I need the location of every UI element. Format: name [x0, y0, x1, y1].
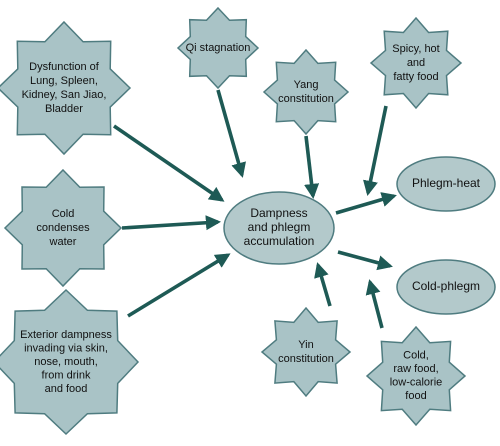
arrow-2	[216, 89, 246, 178]
cause-node-yang-constitution-line: constitution	[278, 93, 334, 105]
cause-node-organ-dysfunction-star	[0, 20, 132, 156]
arrow-5	[121, 215, 222, 231]
cause-node-organ-dysfunction-line: Dysfunction of	[29, 61, 100, 73]
arrow-3	[304, 135, 320, 200]
cause-node-qi-stagnation-line: Qi stagnation	[186, 42, 251, 54]
arrow-6	[127, 253, 231, 318]
outcome-node-phlegm-heat-line: Phlegm-heat	[412, 176, 481, 190]
cause-node-exterior-dampness-line: and food	[45, 383, 88, 395]
arrows-layer	[112, 89, 397, 329]
center-node-dampness-phlegm-line: Dampness	[250, 206, 307, 220]
cause-node-yang-constitution: Yang constitution	[262, 48, 350, 136]
cause-node-spicy-food-line: and	[407, 57, 425, 69]
cause-node-cold-water-line: water	[49, 236, 77, 248]
cause-node-cold-raw-food-line: food	[405, 390, 426, 402]
center-node-dampness-phlegm-line: accumulation	[244, 234, 315, 248]
center-node-dampness-phlegm-line: and phlegm	[248, 220, 311, 234]
outcome-node-cold-phlegm-ellipse	[396, 259, 496, 315]
outcome-node-phlegm-heat-ellipse	[396, 156, 496, 212]
cause-node-organ-dysfunction-line: Bladder	[45, 103, 83, 115]
arrow-10	[337, 250, 393, 271]
cause-node-yin-constitution-line: constitution	[278, 353, 334, 365]
cause-node-cold-water-star	[3, 168, 123, 288]
cause-node-organ-dysfunction-line: Kidney, San Jiao,	[22, 89, 107, 101]
center-node-dampness-phlegm-ellipse	[223, 191, 335, 265]
arrow-7	[314, 262, 332, 307]
cause-node-exterior-dampness-line: nose, mouth,	[34, 356, 98, 368]
cause-node-cold-water-line: condenses	[36, 222, 90, 234]
cause-node-cold-raw-food-line: Cold,	[403, 350, 429, 362]
cause-node-yang-constitution-line: Yang	[294, 79, 319, 91]
outcome-node-phlegm-heat: Phlegm-heat	[396, 156, 496, 212]
cause-node-yin-constitution: Yin constitution	[260, 306, 352, 398]
cause-node-spicy-food-line: Spicy, hot	[392, 43, 440, 55]
cause-node-yin-constitution-star	[260, 306, 352, 398]
cause-node-exterior-dampness-line: from drink	[42, 369, 91, 381]
cause-node-cold-water: Cold condenses water	[3, 168, 123, 288]
cause-node-exterior-dampness-line: Exterior dampness	[20, 329, 112, 341]
cause-node-organ-dysfunction: Dysfunction of Lung, Spleen, Kidney, San J…	[0, 20, 132, 156]
outcome-node-cold-phlegm-line: Cold-phlegm	[412, 279, 480, 293]
cause-node-qi-stagnation: Qi stagnation	[176, 6, 260, 90]
outcome-node-cold-phlegm: Cold-phlegm	[396, 259, 496, 315]
cause-node-yin-constitution-line: Yin	[298, 339, 314, 351]
arrow-8	[365, 279, 384, 329]
cause-node-yang-constitution-star	[262, 48, 350, 136]
cause-node-qi-stagnation-star	[176, 6, 260, 90]
cause-node-cold-raw-food-line: low-calorie	[390, 377, 443, 389]
cause-node-exterior-dampness-star	[0, 288, 140, 436]
nodes-layer: Dysfunction of Lung, Spleen, Kidney, San J…	[0, 6, 496, 436]
cause-node-spicy-food: Spicy, hot and fatty food	[369, 16, 463, 110]
cause-node-organ-dysfunction-line: Lung, Spleen,	[30, 75, 98, 87]
cause-node-cold-raw-food-line: raw food,	[393, 363, 438, 375]
cause-node-cold-water-line: Cold	[52, 208, 75, 220]
cause-node-cold-raw-food-star	[365, 325, 467, 427]
arrow-1	[112, 124, 225, 202]
cause-node-spicy-food-line: fatty food	[393, 71, 438, 83]
arrow-9	[335, 192, 397, 215]
cause-node-spicy-food-star	[369, 16, 463, 110]
cause-node-exterior-dampness-line: invading via skin,	[24, 342, 108, 354]
arrow-4	[363, 105, 388, 196]
